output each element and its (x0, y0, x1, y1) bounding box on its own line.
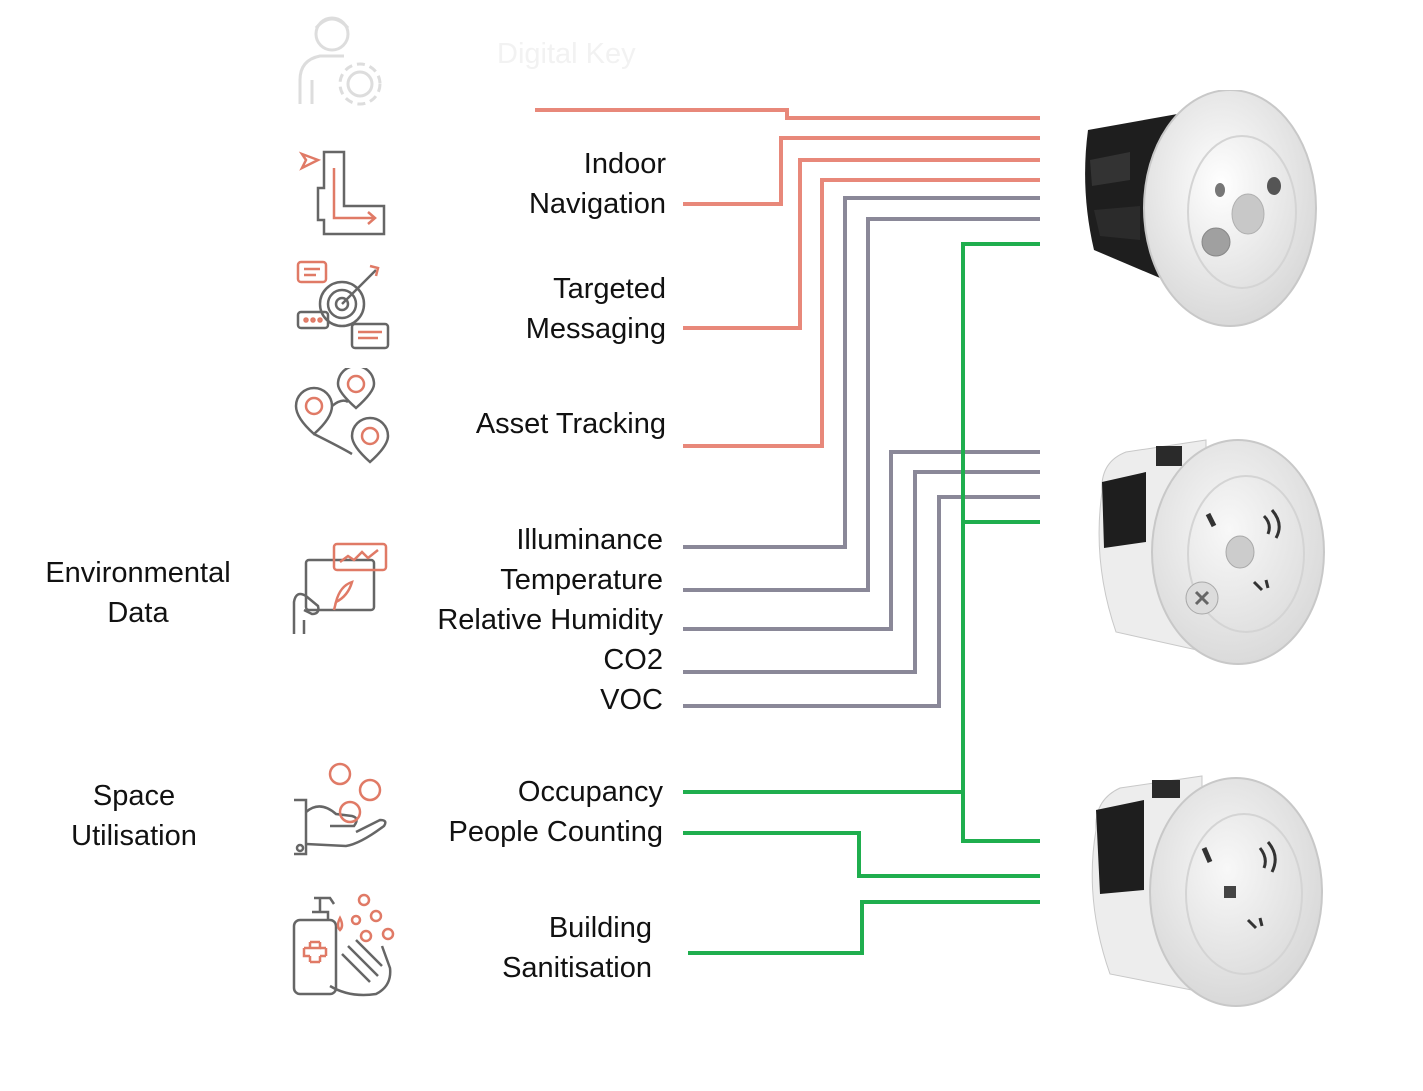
wire-building-sanitisation (688, 900, 1040, 955)
wire-voc (683, 495, 1040, 708)
label-targeted-messaging-line2: Messaging (525, 313, 666, 345)
label-temperature: Temperature (500, 564, 663, 596)
hand-coins-icon (294, 762, 387, 856)
wire-digital-key (535, 108, 1040, 120)
category-environmental-line2: Data (107, 597, 169, 629)
wire-co2 (683, 470, 1040, 674)
label-co2: CO2 (603, 644, 663, 676)
wire-occupancy-top (683, 242, 1040, 794)
label-indoor-navigation-line1: Indoor (583, 148, 666, 180)
category-environmental-data: Environmental Data (20, 553, 256, 633)
label-illuminance: Illuminance (516, 524, 663, 556)
sensor-middle-image (1098, 439, 1325, 665)
wire-relative-humidity (683, 450, 1040, 631)
label-digital-key: Digital Key (497, 38, 636, 70)
space-wires (683, 242, 1040, 955)
label-building-sanitisation-line2: Sanitisation (502, 952, 652, 984)
person-gear-icon (298, 16, 382, 106)
wire-temperature (683, 217, 1040, 592)
label-building-sanitisation: Building Sanitisation (440, 908, 652, 988)
wire-people-counting (683, 831, 1040, 878)
label-relative-humidity: Relative Humidity (437, 604, 663, 636)
category-space-utilisation: Space Utilisation (30, 776, 238, 856)
target-message-icon (296, 260, 390, 350)
tablet-plant-chart-icon (292, 542, 388, 634)
category-environmental-line1: Environmental (45, 557, 231, 589)
location-wires (535, 108, 1040, 448)
label-voc: VOC (600, 684, 663, 716)
category-space-line1: Space (92, 780, 176, 812)
wire-indoor-navigation (683, 136, 1040, 206)
hand-sanitiser-icon (292, 893, 395, 997)
label-indoor-navigation: Indoor Navigation (480, 144, 666, 224)
label-asset-tracking: Asset Tracking (475, 408, 666, 440)
category-space-line2: Utilisation (71, 820, 197, 852)
wire-illuminance (683, 196, 1040, 549)
wire-asset-tracking (683, 178, 1040, 448)
wire-occupancy-bottom (961, 792, 1040, 843)
label-indoor-navigation-line2: Navigation (528, 188, 666, 220)
label-targeted-messaging: Targeted Messaging (480, 269, 666, 349)
floor-plan-navigation-icon (298, 150, 386, 236)
environment-wires (683, 196, 1040, 708)
wire-targeted-messaging (683, 158, 1040, 330)
map-pins-icon (294, 368, 390, 464)
label-targeted-messaging-line1: Targeted (553, 273, 666, 305)
sensor-bottom-image (1091, 775, 1323, 1007)
label-people-counting: People Counting (448, 816, 663, 848)
sensor-top-image (1085, 90, 1317, 327)
label-building-sanitisation-line1: Building (548, 912, 652, 944)
label-occupancy: Occupancy (517, 776, 663, 808)
